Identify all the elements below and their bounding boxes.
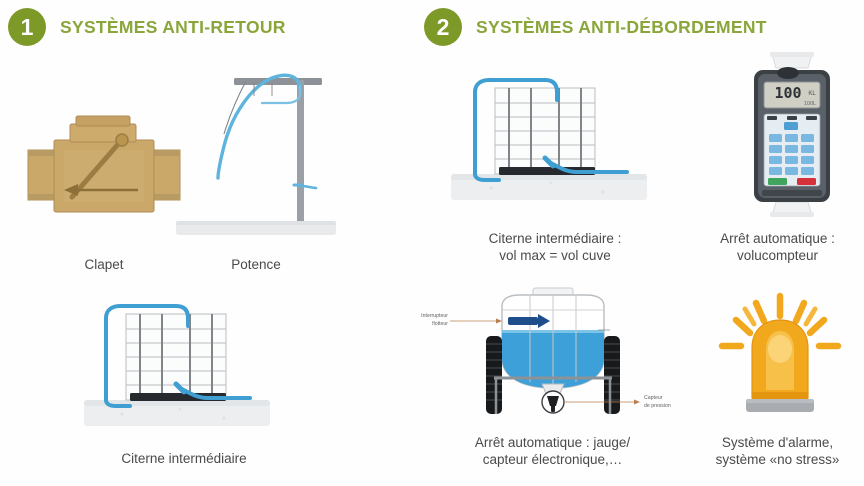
intermediate-tank-icon xyxy=(451,78,647,200)
alarm-beacon-icon xyxy=(718,292,842,412)
section-title-2: SYSTÈMES ANTI-DÉBORDEMENT xyxy=(476,16,767,37)
section-header-2: 2 SYSTÈMES ANTI-DÉBORDEMENT xyxy=(424,8,767,46)
check-valve-illustration xyxy=(24,112,184,237)
caption-arret-volucompteur: Arrêt automatique : volucompteur xyxy=(720,231,835,264)
caption-arret-jauge: Arrêt automatique : jauge/ capteur élect… xyxy=(474,435,631,468)
section-header-1: 1 SYSTÈMES ANTI-RETOUR xyxy=(8,8,286,46)
flow-meter-icon: 100 KL 100L xyxy=(754,52,830,217)
tanker-label-left-line1: Interrupteur xyxy=(421,313,448,319)
tanker-label-right-line2: de pression xyxy=(644,403,671,409)
intermediate-tank-illustration-left xyxy=(84,296,284,436)
flow-meter-display-sub: 100L xyxy=(804,101,816,107)
tanker-label-right-line1: Capteur xyxy=(644,395,663,401)
check-valve-icon xyxy=(27,115,181,213)
section-number-badge-1: 1 xyxy=(8,8,46,46)
flow-meter-display-value: 100 xyxy=(774,84,801,102)
alarm-beacon-illustration xyxy=(714,290,846,418)
tanker-gauge-icon: Interrupteur flotteur Capteur de pressio… xyxy=(421,287,671,414)
section-number-badge-2: 2 xyxy=(424,8,462,46)
gantry-arm-icon xyxy=(176,73,336,235)
caption-potence: Potence xyxy=(231,257,281,272)
tanker-label-left-line2: flotteur xyxy=(432,321,448,327)
flow-meter-illustration: 100 KL 100L xyxy=(744,52,840,217)
caption-citerne-intermediaire-left: Citerne intermédiaire xyxy=(121,451,247,466)
intermediate-tank-icon xyxy=(84,304,270,426)
caption-systeme-alarme: Système d'alarme, système «no stress» xyxy=(715,435,840,468)
intermediate-tank-illustration-right xyxy=(446,70,656,210)
gantry-illustration xyxy=(176,56,336,241)
section-title-1: SYSTÈMES ANTI-RETOUR xyxy=(60,16,286,37)
caption-clapet: Clapet xyxy=(84,257,124,272)
caption-citerne-intermediaire-vol: Citerne intermédiaire : vol max = vol cu… xyxy=(488,231,622,264)
flow-meter-display-unit: KL xyxy=(808,91,816,97)
tanker-gauge-illustration: Interrupteur flotteur Capteur de pressio… xyxy=(421,284,680,426)
